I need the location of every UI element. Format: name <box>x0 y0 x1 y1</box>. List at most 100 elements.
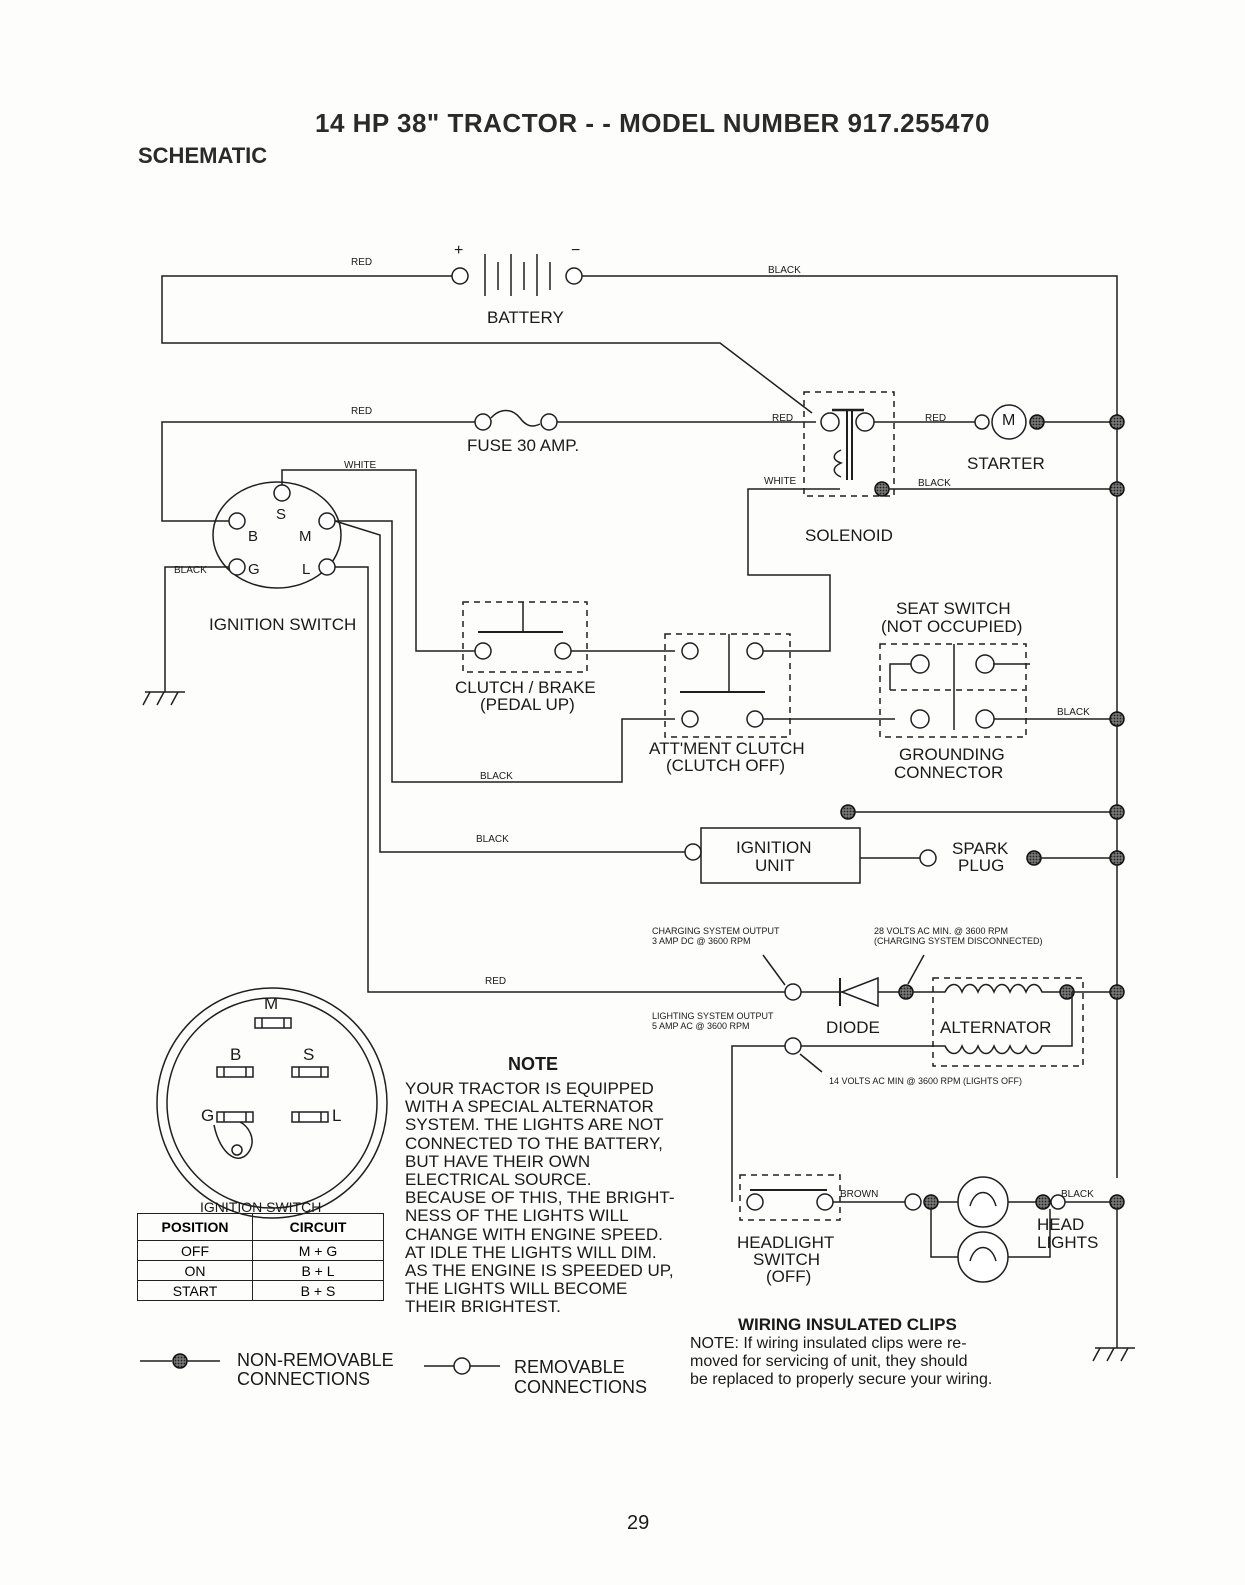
charging-output-line-2: 3 AMP DC @ 3600 RPM <box>652 936 751 946</box>
table-header-circuit: CIRCUIT <box>252 1213 384 1241</box>
note-line: THEIR BRIGHTEST. <box>405 1297 561 1317</box>
terminal-m: M <box>299 528 312 545</box>
battery-label: BATTERY <box>487 308 564 327</box>
switch-face-l: L <box>332 1106 342 1125</box>
battery-minus-label: − <box>571 242 581 259</box>
battery-symbol <box>451 254 583 296</box>
table-row: ON B + L <box>137 1260 384 1281</box>
terminal-g: G <box>248 561 260 578</box>
head-lights-label-1: HEAD <box>1037 1215 1085 1234</box>
wire-label-red-battery: RED <box>351 257 373 268</box>
clips-line: NOTE: If wiring insulated clips were re- <box>690 1335 967 1352</box>
ignition-unit-label-2: UNIT <box>755 856 795 875</box>
wire-label-black-seat: BLACK <box>1057 707 1090 718</box>
wire-label-red-starter: RED <box>925 413 947 424</box>
wire-label-white-solenoid: WHITE <box>764 476 797 487</box>
table-cell-position: ON <box>137 1260 253 1281</box>
clips-line: be replaced to properly secure your wiri… <box>690 1371 993 1388</box>
spark-plug-label-1: SPARK <box>952 839 1009 858</box>
switch-face-m: M <box>264 994 279 1013</box>
grounding-connector-label-1: GROUNDING <box>899 745 1005 764</box>
wire-label-black-starter: BLACK <box>918 478 951 489</box>
charging-output-line-1: CHARGING SYSTEM OUTPUT <box>652 926 780 936</box>
wire-label-white-ignition: WHITE <box>344 460 377 471</box>
wire-label-black-ground: BLACK <box>174 565 207 576</box>
table-cell-position: START <box>137 1280 253 1301</box>
alternator-label: ALTERNATOR <box>940 1018 1052 1037</box>
clutch-brake-state: (PEDAL UP) <box>480 695 575 714</box>
switch-face-b: B <box>230 1045 242 1064</box>
grounding-connector-label-2: CONNECTOR <box>894 763 1004 782</box>
table-row: START B + S <box>137 1280 384 1301</box>
legend-removable-2: CONNECTIONS <box>514 1377 648 1397</box>
seat-switch-label: SEAT SWITCH <box>896 599 1011 618</box>
section-heading: SCHEMATIC <box>138 143 268 168</box>
terminal-s: S <box>276 506 287 523</box>
switch-face-s: S <box>303 1045 315 1064</box>
volts28-line-2: (CHARGING SYSTEM DISCONNECTED) <box>874 936 1043 946</box>
page-number: 29 <box>627 1512 650 1534</box>
lighting-output-line-2: 5 AMP AC @ 3600 RPM <box>652 1021 750 1031</box>
volts14-label: 14 VOLTS AC MIN @ 3600 RPM (LIGHTS OFF) <box>829 1076 1023 1086</box>
page-title: 14 HP 38" TRACTOR - - MODEL NUMBER 917.2… <box>315 108 990 138</box>
wire-label-brown: BROWN <box>840 1189 879 1200</box>
volts28-line-1: 28 VOLTS AC MIN. @ 3600 RPM <box>874 926 1009 936</box>
position-table: POSITION CIRCUIT OFF M + G ON B + L STAR… <box>137 1213 384 1301</box>
clips-heading: WIRING INSULATED CLIPS <box>738 1315 957 1334</box>
legend-non-removable-1: NON-REMOVABLE <box>237 1350 394 1370</box>
clips-line: moved for servicing of unit, they should <box>690 1353 968 1370</box>
table-cell-position: OFF <box>137 1240 253 1261</box>
wire-label-red-fuse: RED <box>351 406 373 417</box>
legend-non-removable-2: CONNECTIONS <box>237 1369 371 1389</box>
ignition-unit-label-1: IGNITION <box>736 838 812 857</box>
diode-label: DIODE <box>826 1018 880 1037</box>
wire-label-red-solenoid: RED <box>772 413 794 424</box>
note-line: CONNECTED TO THE BATTERY, <box>405 1133 663 1153</box>
table-row: OFF M + G <box>137 1240 384 1261</box>
starter-label: STARTER <box>967 454 1045 473</box>
note-line: WITH A SPECIAL ALTERNATOR <box>405 1097 654 1117</box>
note-line: NESS OF THE LIGHTS WILL <box>405 1206 629 1226</box>
fuse-label: FUSE 30 AMP. <box>467 436 580 455</box>
attachment-clutch-state: (CLUTCH OFF) <box>666 756 785 775</box>
switch-face-caption: IGNITION SWITCH <box>200 1199 322 1215</box>
table-cell-circuit: M + G <box>252 1240 384 1261</box>
wire-label-black-ignition-unit: BLACK <box>476 834 509 845</box>
note-line: YOUR TRACTOR IS EQUIPPED <box>405 1079 654 1098</box>
wire-label-red-alternator: RED <box>485 976 507 987</box>
note-line: AS THE ENGINE IS SPEEDED UP, <box>405 1261 674 1280</box>
clutch-brake-label: CLUTCH / BRAKE <box>455 678 596 697</box>
ignition-switch-label: IGNITION SWITCH <box>209 615 357 634</box>
note-line: AT IDLE THE LIGHTS WILL DIM. <box>405 1242 657 1262</box>
switch-face-g: G <box>201 1106 215 1125</box>
table-cell-circuit: B + S <box>252 1280 384 1301</box>
starter-motor-symbol: M <box>1002 412 1016 429</box>
terminal-b: B <box>248 528 259 545</box>
note-line: BUT HAVE THEIR OWN <box>405 1151 591 1171</box>
note-line: CHANGE WITH ENGINE SPEED. <box>405 1224 663 1244</box>
spark-plug-label-2: PLUG <box>958 856 1005 875</box>
table-cell-circuit: B + L <box>252 1260 384 1281</box>
table-header-position: POSITION <box>137 1213 253 1241</box>
wire-label-black-lights: BLACK <box>1061 1189 1094 1200</box>
headlight-switch-label-1: HEADLIGHT <box>737 1233 835 1252</box>
terminal-l: L <box>302 561 311 578</box>
seat-switch-state: (NOT OCCUPIED) <box>881 617 1023 636</box>
note-line: ELECTRICAL SOURCE. <box>405 1170 592 1189</box>
legend-removable-1: REMOVABLE <box>514 1357 625 1377</box>
lighting-output-line-1: LIGHTING SYSTEM OUTPUT <box>652 1011 774 1021</box>
solenoid-label: SOLENOID <box>805 526 893 545</box>
note-line: SYSTEM. THE LIGHTS ARE NOT <box>405 1115 664 1135</box>
note-line: BECAUSE OF THIS, THE BRIGHT- <box>405 1188 675 1208</box>
note-heading: NOTE <box>508 1054 559 1074</box>
note-line: THE LIGHTS WILL BECOME <box>405 1279 628 1299</box>
wire-label-black-clutch: BLACK <box>480 771 513 782</box>
head-lights-label-2: LIGHTS <box>1037 1233 1099 1252</box>
headlight-switch-label-2: SWITCH <box>753 1250 821 1269</box>
attachment-clutch-label: ATT'MENT CLUTCH <box>649 739 805 758</box>
wire-label-black-battery: BLACK <box>768 265 801 276</box>
battery-plus-label: + <box>454 242 464 259</box>
headlight-switch-label-3: (OFF) <box>766 1267 812 1286</box>
